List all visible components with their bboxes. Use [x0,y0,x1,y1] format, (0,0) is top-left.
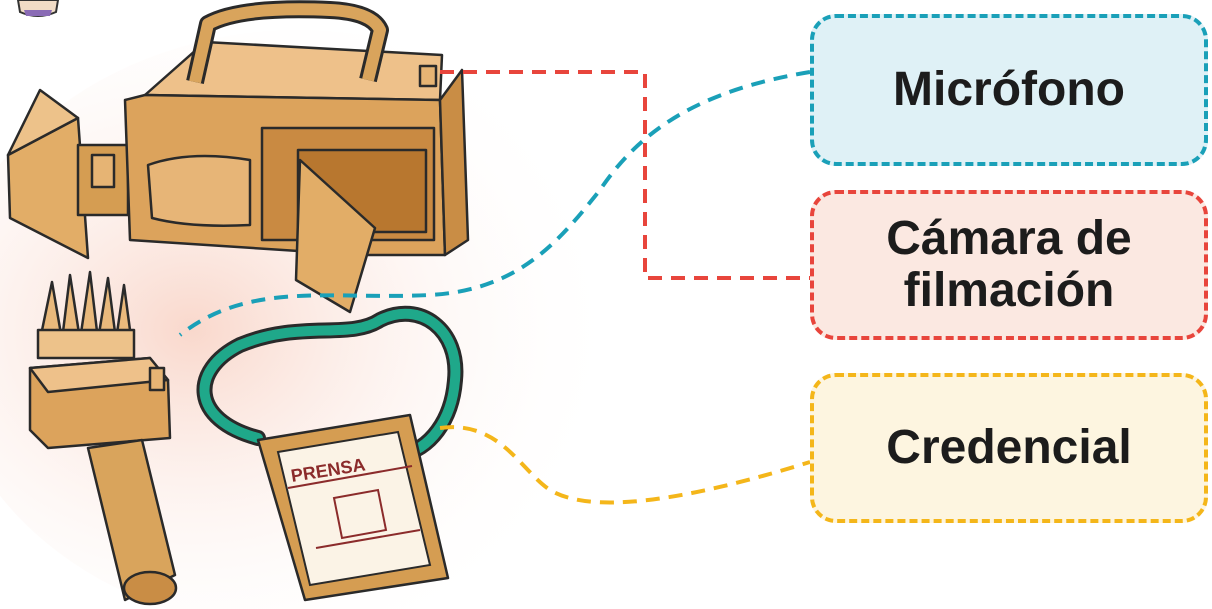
character-peek-icon [18,0,58,16]
label-box-microphone: Micrófono [810,14,1208,166]
label-microphone: Micrófono [893,64,1125,116]
label-box-credential: Credencial [810,373,1208,523]
label-camera: Cámara de filmación [859,213,1159,317]
label-credential: Credencial [886,422,1131,474]
label-box-camera: Cámara de filmación [810,190,1208,340]
